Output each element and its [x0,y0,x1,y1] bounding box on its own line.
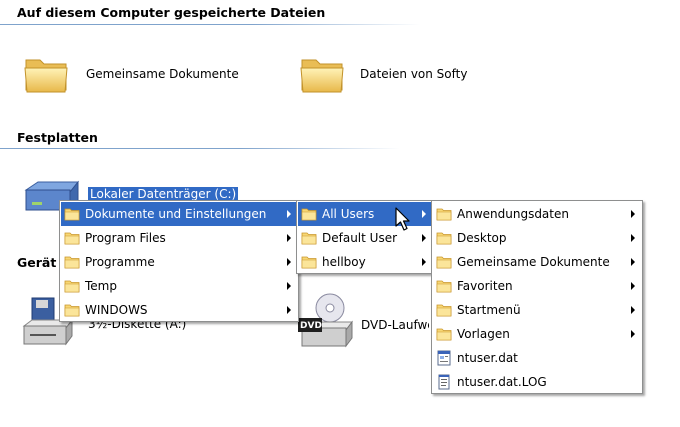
menu-item-label: hellboy [322,255,366,269]
menu-item-label: ntuser.dat.LOG [457,375,547,389]
section-header-local-files: Auf diesem Computer gespeicherte Dateien [17,5,326,20]
menu-item-default-user[interactable]: Default User [298,226,432,250]
folder-icon [436,326,452,342]
menu-item-temp[interactable]: Temp [61,274,297,298]
folder-icon [436,206,452,222]
submenu-arrow-icon [422,258,426,266]
menu-item-ntuser-dat[interactable]: ntuser.dat [433,346,641,370]
section-header-hard-drives: Festplatten [17,130,98,145]
submenu-arrow-icon [631,330,635,338]
section-divider [0,24,420,25]
menu-item-windows[interactable]: WINDOWS [61,298,297,322]
section-divider [0,148,400,149]
menu-item-label: Temp [85,279,117,293]
menu-item-startmenue[interactable]: Startmenü [433,298,641,322]
submenu-arrow-icon [287,258,291,266]
menu-item-label: Anwendungsdaten [457,207,569,221]
menu-item-program-files[interactable]: Program Files [61,226,297,250]
submenu-arrow-icon [287,282,291,290]
menu-item-dokumente-und-einstellungen[interactable]: Dokumente und Einstellungen [61,202,297,226]
mouse-cursor-icon [395,207,410,231]
dvd-drive-label: DVD-Laufwerk [361,318,429,332]
folder-label: Dateien von Softy [360,67,468,81]
menu-item-label: Programme [85,255,155,269]
dvd-drive-icon [298,293,353,348]
menu-item-programme[interactable]: Programme [61,250,297,274]
folder-icon [64,278,80,294]
context-menu-level-3: Anwendungsdaten Desktop Gemeinsame Dokum… [431,200,643,394]
menu-item-label: All Users [322,207,375,221]
section-header-devices: Gerät [17,255,57,270]
menu-item-gemeinsame-dokumente[interactable]: Gemeinsame Dokumente [433,250,641,274]
folder-icon [301,206,317,222]
floppy-drive-icon [22,297,73,346]
folder-icon [64,230,80,246]
selected-drive-label: Lokaler Datenträger (C:) [88,187,238,202]
folder-icon [64,206,80,222]
menu-item-label: Default User [322,231,398,245]
context-menu-level-1: Dokumente und Einstellungen Program File… [59,200,299,322]
submenu-arrow-icon [287,306,291,314]
menu-item-hellboy[interactable]: hellboy [298,250,432,274]
menu-item-label: Dokumente und Einstellungen [85,207,267,221]
menu-item-label: ntuser.dat [457,351,518,365]
submenu-arrow-icon [422,210,426,218]
menu-item-label: Desktop [457,231,507,245]
folder-icon [436,254,452,270]
menu-item-label: Gemeinsame Dokumente [457,255,610,269]
text-file-icon [438,374,450,390]
menu-item-label: Startmenü [457,303,521,317]
folder-icon [298,50,346,98]
menu-item-anwendungsdaten[interactable]: Anwendungsdaten [433,202,641,226]
submenu-arrow-icon [631,234,635,242]
menu-item-desktop[interactable]: Desktop [433,226,641,250]
folder-icon [436,230,452,246]
submenu-arrow-icon [631,258,635,266]
dvd-badge: DVD [300,321,322,331]
folder-item-dateien-von-softy[interactable]: Dateien von Softy [298,50,467,98]
folder-icon [436,302,452,318]
folder-icon [436,278,452,294]
folder-icon [64,254,80,270]
submenu-arrow-icon [631,306,635,314]
submenu-arrow-icon [631,282,635,290]
menu-item-all-users[interactable]: All Users [298,202,432,226]
folder-icon [301,230,317,246]
menu-item-label: Vorlagen [457,327,510,341]
submenu-arrow-icon [422,234,426,242]
menu-item-label: Favoriten [457,279,513,293]
folder-icon [64,302,80,318]
menu-item-favoriten[interactable]: Favoriten [433,274,641,298]
menu-item-vorlagen[interactable]: Vorlagen [433,322,641,346]
system-file-icon [437,350,451,366]
menu-item-label: Program Files [85,231,166,245]
submenu-arrow-icon [287,210,291,218]
context-menu-level-2: All Users Default User hellboy [296,200,434,274]
folder-icon [301,254,317,270]
menu-item-ntuser-dat-log[interactable]: ntuser.dat.LOG [433,370,641,394]
submenu-arrow-icon [631,210,635,218]
menu-item-label: WINDOWS [85,303,148,317]
submenu-arrow-icon [287,234,291,242]
folder-item-gemeinsame-dokumente[interactable]: Gemeinsame Dokumente [22,50,239,98]
folder-icon [22,50,70,98]
folder-label: Gemeinsame Dokumente [86,67,239,81]
